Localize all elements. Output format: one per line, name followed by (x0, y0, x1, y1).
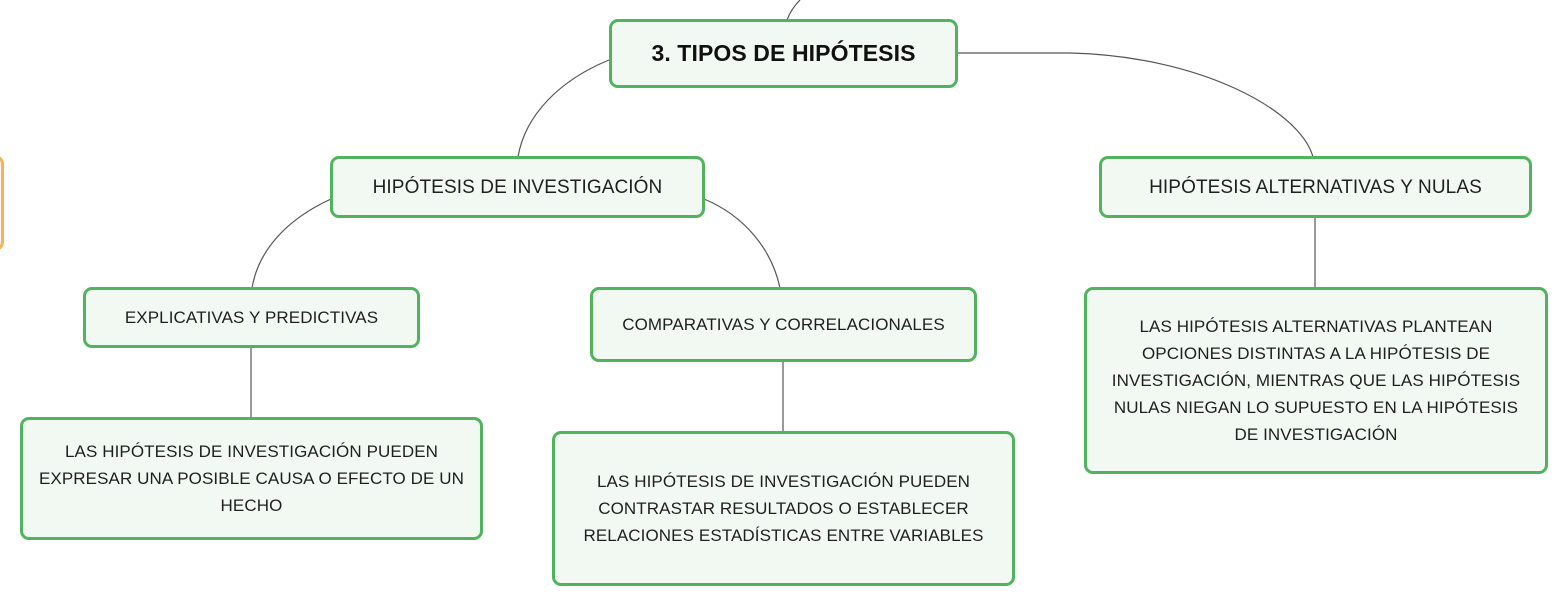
node-label: COMPARATIVAS Y CORRELACIONALES (622, 315, 945, 334)
node-hipotesis-de-investigacion[interactable]: HIPÓTESIS DE INVESTIGACIÓN (330, 156, 705, 218)
node-description-explicativas[interactable]: LAS HIPÓTESIS DE INVESTIGACIÓN PUEDEN EX… (20, 417, 483, 540)
root-node-tipos-de-hipotesis[interactable]: 3. TIPOS DE HIPÓTESIS (609, 19, 958, 88)
connector-root-to-alternativas (957, 52, 1314, 158)
node-description-alternativas[interactable]: LAS HIPÓTESIS ALTERNATIVAS PLANTEAN OPCI… (1084, 287, 1548, 474)
node-hipotesis-alternativas-y-nulas[interactable]: HIPÓTESIS ALTERNATIVAS Y NULAS (1099, 156, 1532, 218)
connector-incoming-root (786, 0, 801, 21)
node-label: HIPÓTESIS DE INVESTIGACIÓN (372, 176, 663, 198)
node-label: EXPLICATIVAS Y PREDICTIVAS (124, 308, 379, 327)
partial-offscreen-node[interactable] (0, 155, 4, 251)
node-description-text: LAS HIPÓTESIS ALTERNATIVAS PLANTEAN OPCI… (1111, 317, 1521, 444)
node-label: HIPÓTESIS ALTERNATIVAS Y NULAS (1149, 176, 1482, 198)
node-description-comparativas[interactable]: LAS HIPÓTESIS DE INVESTIGACIÓN PUEDEN CO… (552, 431, 1015, 586)
connector-investigacion-to-comparativas (703, 198, 781, 289)
connector-investigacion-to-explicativas (251, 198, 332, 289)
root-node-label: 3. TIPOS DE HIPÓTESIS (651, 40, 916, 66)
connector-root-to-investigacion (517, 59, 610, 158)
node-explicativas-y-predictivas[interactable]: EXPLICATIVAS Y PREDICTIVAS (83, 287, 420, 348)
node-comparativas-y-correlacionales[interactable]: COMPARATIVAS Y CORRELACIONALES (590, 287, 977, 362)
node-description-text: LAS HIPÓTESIS DE INVESTIGACIÓN PUEDEN CO… (583, 472, 984, 545)
node-description-text: LAS HIPÓTESIS DE INVESTIGACIÓN PUEDEN EX… (38, 442, 465, 515)
